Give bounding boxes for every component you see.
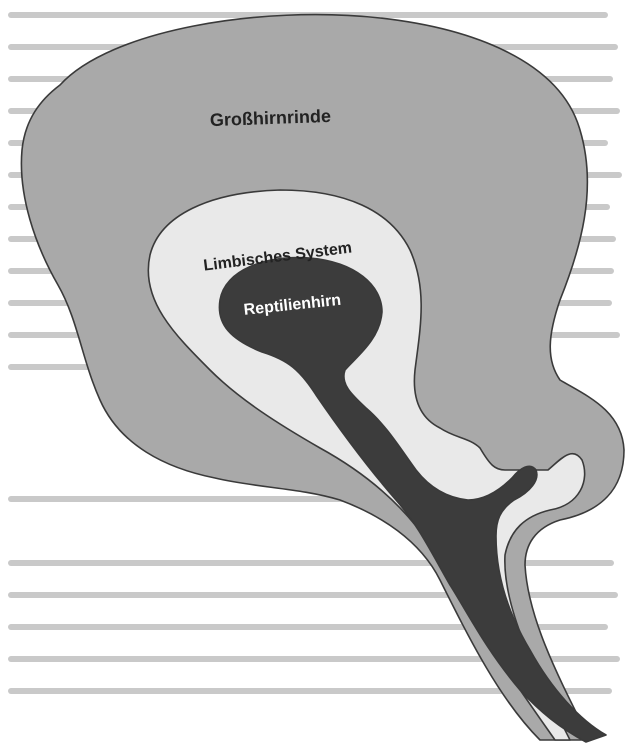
cortex-label: Großhirnrinde — [210, 106, 332, 130]
